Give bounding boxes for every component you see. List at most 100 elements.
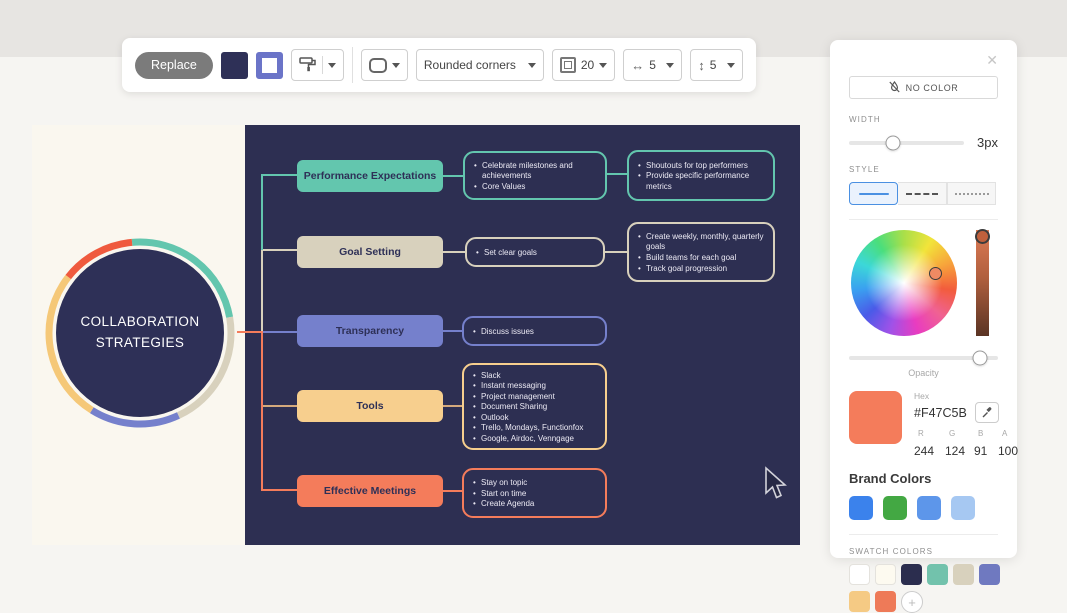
note-item: Celebrate milestones and achievements: [473, 161, 599, 182]
border-settings-panel: ✕ NO COLOR WIDTH 3px STYLE Opacity He: [830, 40, 1018, 613]
topic-performance-expectations[interactable]: Performance Expectations: [297, 160, 443, 192]
note-item: Project management: [472, 392, 583, 403]
dropdown-caret-icon: [527, 62, 536, 68]
note-meetings-1[interactable]: Stay on topic Start on time Create Agend…: [462, 468, 607, 518]
dropdown-caret-icon: [391, 62, 400, 68]
center-node-circle: [56, 249, 224, 417]
swatch-color[interactable]: [875, 564, 896, 585]
topic-goal-setting[interactable]: Goal Setting: [297, 236, 443, 268]
r-value[interactable]: 244: [914, 444, 935, 458]
center-node-ring: [45, 238, 235, 428]
note-goal-1[interactable]: Set clear goals: [465, 237, 605, 267]
border-width-icon: [559, 57, 576, 73]
divider: [321, 56, 323, 74]
color-wheel[interactable]: [851, 230, 957, 336]
rounded-rect-icon: [368, 57, 387, 73]
note-item: Document Sharing: [472, 402, 583, 413]
g-value[interactable]: 124: [945, 444, 966, 458]
vertical-padding-value: 5: [709, 58, 717, 72]
width-value: 3px: [977, 135, 998, 150]
topic-effective-meetings[interactable]: Effective Meetings: [297, 475, 443, 507]
note-item: Slack: [472, 371, 583, 382]
replace-button[interactable]: Replace: [135, 51, 213, 79]
g-label: G: [949, 429, 956, 438]
hex-value[interactable]: #F47C5B: [914, 405, 967, 420]
note-item: Shoutouts for top performers: [637, 161, 767, 172]
color-wheel-selector[interactable]: [929, 267, 942, 280]
dashed-line-icon: [906, 192, 938, 195]
note-item: Start on time: [472, 489, 534, 500]
hex-label: Hex: [914, 391, 930, 401]
format-toolbar: Replace Rounded corners 20 ↔ 5 ↕ 5: [122, 38, 756, 92]
note-item: Provide specific performance metrics: [637, 171, 767, 192]
no-color-icon: [888, 80, 900, 95]
style-solid-button[interactable]: [849, 182, 898, 205]
note-goal-2[interactable]: Create weekly, monthly, quarterly goals …: [627, 222, 775, 282]
swatch-colors-label: SWATCH COLORS: [849, 547, 934, 556]
dropdown-caret-icon: [599, 62, 608, 68]
swatch-color[interactable]: [849, 591, 870, 612]
note-performance-1[interactable]: Celebrate milestones and achievements Co…: [463, 151, 607, 200]
divider: [849, 219, 998, 220]
topic-tools[interactable]: Tools: [297, 390, 443, 422]
topic-transparency[interactable]: Transparency: [297, 315, 443, 347]
note-item: Google, Airdoc, Venngage: [472, 434, 583, 445]
corner-style-dropdown[interactable]: Rounded corners: [415, 49, 544, 81]
design-canvas[interactable]: COLLABORATION STRATEGIES Performance Exp…: [32, 125, 800, 545]
brand-color-swatch[interactable]: [951, 496, 975, 520]
width-slider[interactable]: [849, 135, 964, 150]
note-item: Instant messaging: [472, 381, 583, 392]
note-item: Discuss issues: [472, 327, 534, 338]
paint-style-dropdown[interactable]: [290, 49, 344, 81]
opacity-slider-handle[interactable]: [972, 350, 988, 366]
b-value[interactable]: 91: [974, 444, 988, 458]
fill-color-swatch[interactable]: [220, 51, 248, 79]
style-dashed-button[interactable]: [898, 182, 947, 205]
brand-color-swatch[interactable]: [917, 496, 941, 520]
no-color-button[interactable]: NO COLOR: [849, 76, 998, 99]
shade-bar[interactable]: [976, 230, 989, 336]
mindmap-connectors: [45, 173, 627, 492]
eyedropper-button[interactable]: [974, 402, 999, 423]
horizontal-padding-dropdown[interactable]: ↔ 5: [623, 49, 683, 81]
border-width-dropdown[interactable]: 20: [551, 49, 616, 81]
vertical-padding-dropdown[interactable]: ↕ 5: [690, 49, 743, 81]
brand-color-swatch[interactable]: [849, 496, 873, 520]
width-slider-handle[interactable]: [885, 135, 901, 150]
dropdown-caret-icon: [666, 62, 675, 68]
center-node[interactable]: COLLABORATION STRATEGIES: [80, 314, 200, 350]
close-icon[interactable]: ✕: [986, 52, 998, 68]
border-color-swatch[interactable]: [255, 51, 283, 79]
mouse-cursor: [765, 466, 787, 499]
swatch-color[interactable]: [979, 564, 1000, 585]
swatch-color[interactable]: [901, 564, 922, 585]
style-label: STYLE: [849, 165, 880, 174]
note-tools-1[interactable]: Slack Instant messaging Project manageme…: [462, 363, 607, 450]
vertical-arrow-icon: ↕: [698, 57, 705, 73]
corner-style-value: Rounded corners: [423, 58, 516, 72]
add-swatch-button[interactable]: +: [901, 591, 923, 613]
style-dotted-button[interactable]: [947, 182, 996, 205]
note-item: Create Agenda: [472, 499, 534, 510]
swatch-color[interactable]: [927, 564, 948, 585]
brand-colors-heading: Brand Colors: [849, 471, 932, 486]
shade-bar-selector[interactable]: [975, 229, 990, 244]
swatch-color[interactable]: [875, 591, 896, 612]
divider: [849, 534, 998, 535]
swatch-color[interactable]: [953, 564, 974, 585]
note-item: Set clear goals: [475, 248, 537, 259]
b-label: B: [978, 429, 984, 438]
note-transparency-1[interactable]: Discuss issues: [462, 316, 607, 346]
note-performance-2[interactable]: Shoutouts for top performers Provide spe…: [627, 150, 775, 201]
border-shape-dropdown[interactable]: [360, 49, 408, 81]
opacity-slider[interactable]: [849, 350, 998, 366]
horizontal-padding-value: 5: [649, 58, 656, 72]
border-width-value: 20: [580, 58, 595, 72]
paint-roller-icon: [299, 56, 317, 75]
brand-color-swatch[interactable]: [883, 496, 907, 520]
swatch-color[interactable]: [849, 564, 870, 585]
note-item: Trello, Mondays, Functionfox: [472, 423, 583, 434]
note-item: Outlook: [472, 413, 583, 424]
no-color-label: NO COLOR: [905, 82, 959, 93]
a-value[interactable]: 100: [998, 444, 1019, 458]
